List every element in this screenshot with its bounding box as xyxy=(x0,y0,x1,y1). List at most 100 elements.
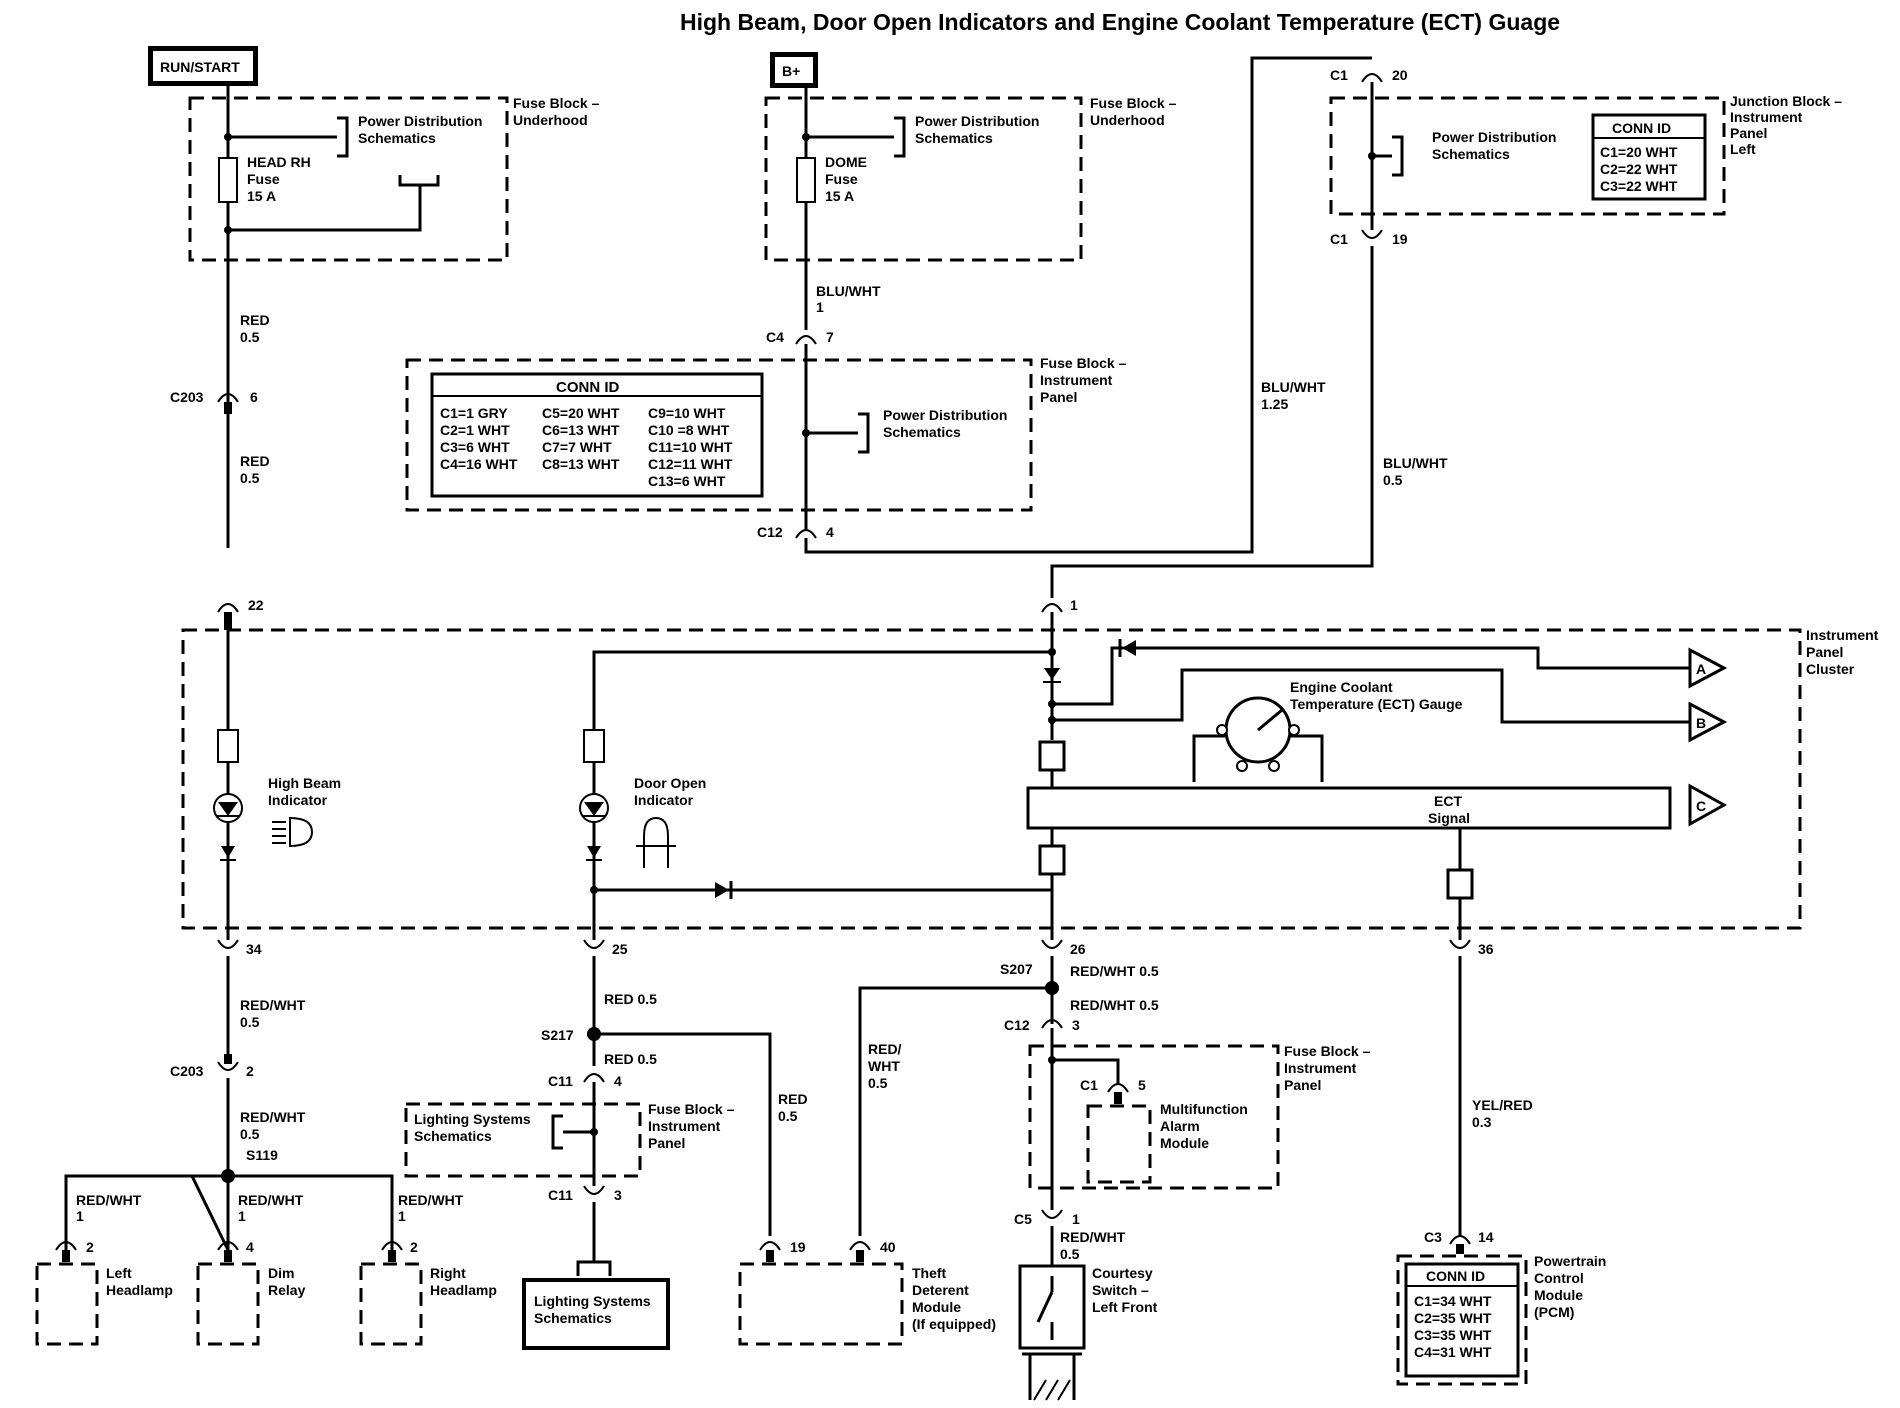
head-rh-fuse xyxy=(218,157,238,203)
pin-26: 26 xyxy=(1070,941,1086,957)
pin-40: 40 xyxy=(880,1239,896,1255)
pin-3-c12: 3 xyxy=(1072,1017,1080,1033)
run-start-label-box xyxy=(151,49,255,83)
svg-text:CONN ID: CONN ID xyxy=(1426,1268,1485,1284)
ground-icon xyxy=(1022,1352,1082,1401)
conn-c11-top: C11 xyxy=(548,1073,573,1089)
pin-2-left-headlamp: 2 xyxy=(86,1239,94,1255)
dome-fuse xyxy=(796,157,816,203)
conn-c12-top: C12 xyxy=(757,524,783,540)
car-door-icon xyxy=(636,816,676,868)
offpage-b: B xyxy=(1688,701,1728,743)
conn-c3-pcm: C3 xyxy=(1424,1229,1442,1245)
offpage-a: A xyxy=(1688,647,1728,689)
wire-red-wht-05-inline-b: RED/WHT 0.5 xyxy=(1070,997,1159,1013)
pin-3-c11: 3 xyxy=(614,1187,622,1203)
pin-2-right-headlamp: 2 xyxy=(410,1239,418,1255)
junction-block-ip-left xyxy=(1329,96,1726,216)
pin-25: 25 xyxy=(612,941,628,957)
fuse-block-underhood-left-label: Fuse Block –Underhood xyxy=(513,95,600,128)
pin-34: 34 xyxy=(246,941,262,957)
fuse-block-underhood-mid xyxy=(764,96,1083,262)
left-headlamp xyxy=(35,1262,99,1346)
splice-s207: S207 xyxy=(1000,961,1033,977)
led-icon xyxy=(579,793,609,823)
multifunction-alarm-module xyxy=(1086,1104,1152,1184)
pin-20: 20 xyxy=(1392,67,1408,83)
pin-14: 14 xyxy=(1478,1229,1494,1245)
pcm-outer xyxy=(1396,1254,1528,1386)
conn-c4: C4 xyxy=(766,329,784,345)
ect-signal-block xyxy=(1026,786,1672,830)
run-start-label: RUN/START xyxy=(160,59,240,75)
wire-red-05-inline-b: RED 0.5 xyxy=(604,1051,657,1067)
conn-c5: C5 xyxy=(1014,1211,1032,1227)
conn-c203-top: C203 xyxy=(170,389,204,405)
theft-deterent-module xyxy=(738,1262,904,1346)
switch-icon xyxy=(1018,1264,1086,1350)
svg-text:C: C xyxy=(1696,798,1706,814)
instrument-panel-cluster xyxy=(181,628,1802,930)
pin-19-jb: 19 xyxy=(1392,231,1408,247)
offpage-c: C xyxy=(1688,783,1728,827)
gauge-icon xyxy=(1216,696,1300,772)
led-icon xyxy=(213,793,243,823)
pin-1-ipc: 1 xyxy=(1070,597,1078,613)
pin-2-c203: 2 xyxy=(246,1063,254,1079)
pin-4-c12-top: 4 xyxy=(826,524,834,540)
conn-c1-bottom: C1 xyxy=(1330,231,1348,247)
pin-1-c5: 1 xyxy=(1072,1211,1080,1227)
pin-5: 5 xyxy=(1138,1077,1146,1093)
fuse-block-ip-3 xyxy=(1028,1044,1280,1190)
fuse-block-ip-2 xyxy=(404,1102,642,1178)
wire-red-05-inline-a: RED 0.5 xyxy=(604,991,657,1007)
pin-36: 36 xyxy=(1478,941,1494,957)
headlamp-beam-icon xyxy=(272,816,314,848)
splice-s119: S119 xyxy=(246,1147,278,1163)
b-plus-label-box xyxy=(773,55,815,85)
splice-s217: S217 xyxy=(541,1027,574,1043)
pin-4-c11: 4 xyxy=(614,1073,622,1089)
svg-text:A: A xyxy=(1696,661,1706,677)
conn-c203-bottom: C203 xyxy=(170,1063,204,1079)
conn-c11-bottom: C11 xyxy=(548,1187,573,1203)
diagram-title: High Beam, Door Open Indicators and Engi… xyxy=(680,9,1560,35)
svg-text:B: B xyxy=(1696,715,1706,731)
right-headlamp xyxy=(359,1262,423,1346)
conn-c1-top: C1 xyxy=(1330,67,1348,83)
